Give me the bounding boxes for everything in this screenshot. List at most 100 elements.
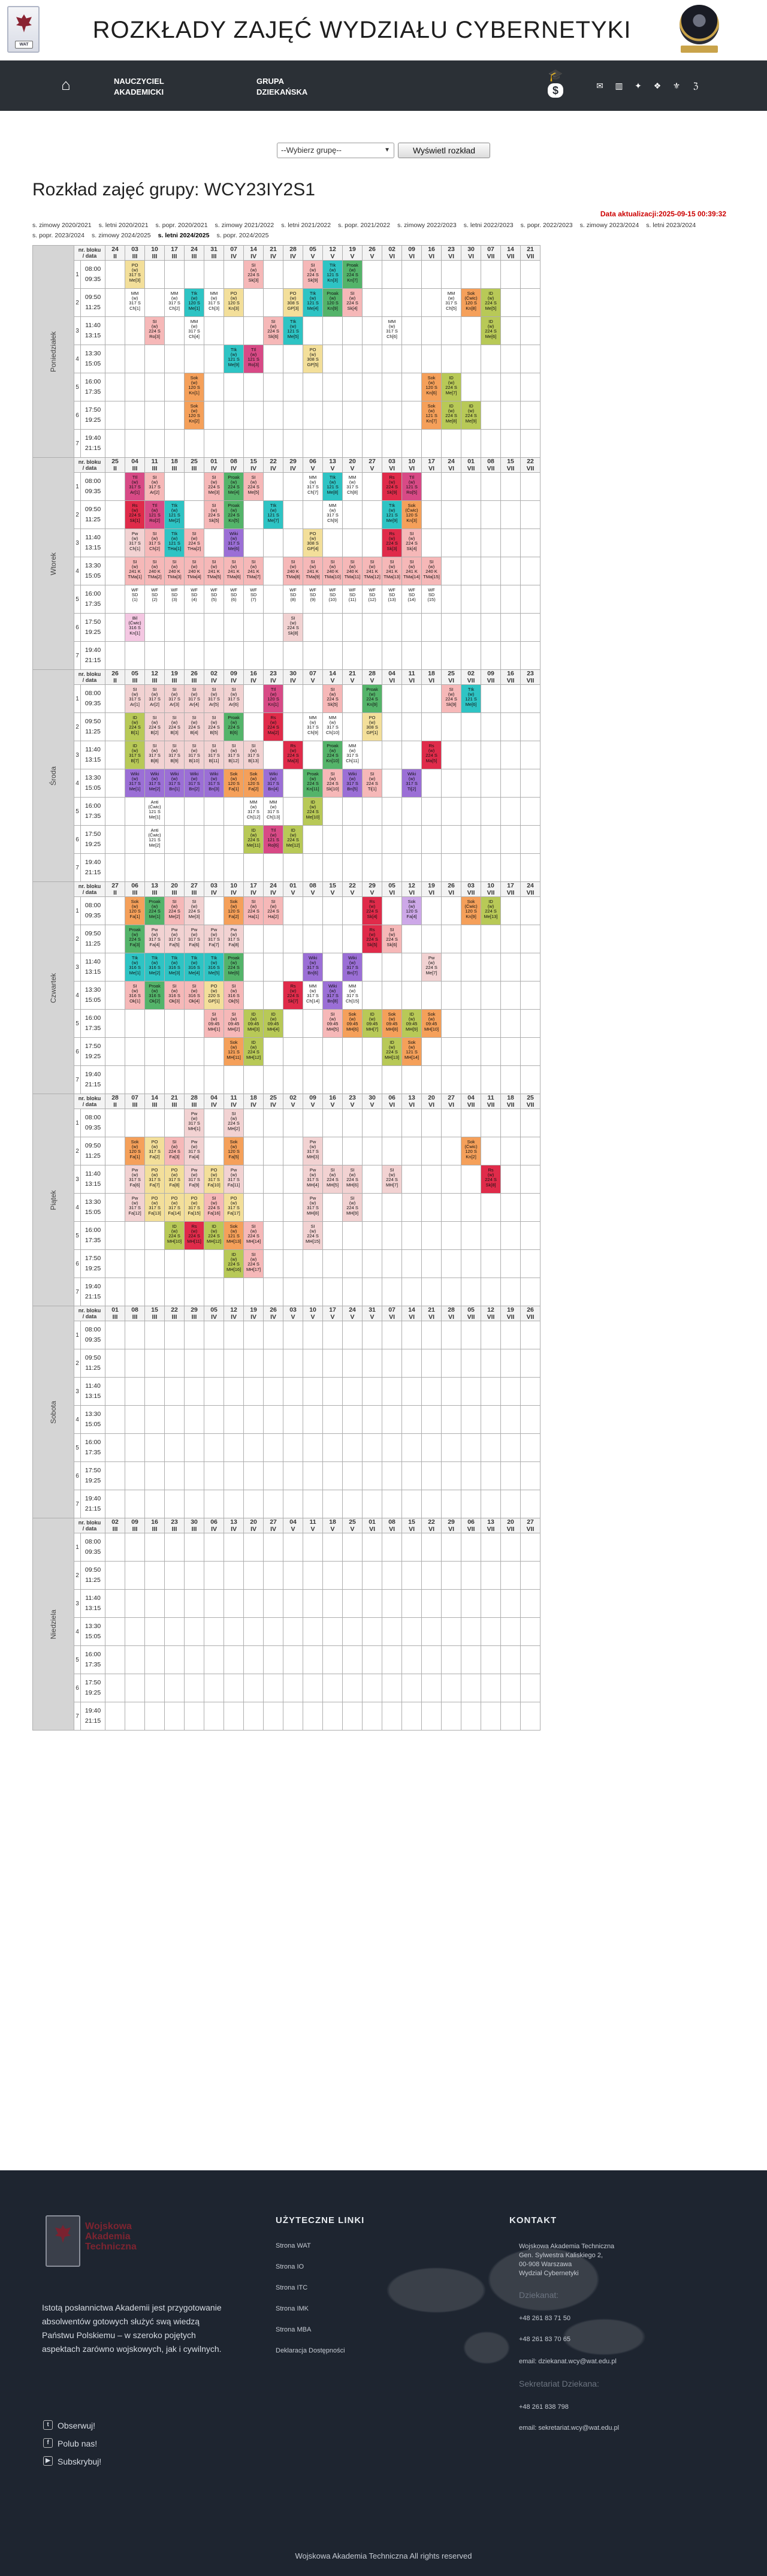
lesson-block[interactable]: Proak (w) 316 S Ok[2]: [145, 982, 164, 1009]
lesson-block[interactable]: Sok (w) 121 S Kn[7]: [422, 401, 441, 429]
lesson-block[interactable]: TIk (w) 316 S Me[4]: [185, 953, 204, 981]
lesson-block[interactable]: SI (w) 317 S Ar[4]: [185, 685, 204, 712]
lesson-block[interactable]: Rs (w) 224 S Sk[3]: [382, 529, 401, 557]
lesson-block[interactable]: ID (w) 317 S B[7]: [125, 741, 144, 769]
lesson-block[interactable]: SI (w) 224 S MH[2]: [224, 1109, 243, 1137]
lesson-block[interactable]: SI (w) 224 S Ro[3]: [145, 317, 164, 345]
lesson-block[interactable]: PO (w) 317 S Fa[10]: [204, 1165, 224, 1193]
lesson-block[interactable]: SI (w) 317 S B[13]: [244, 741, 263, 769]
lesson-block[interactable]: SI (w) 09:45 MH[5]: [323, 1010, 342, 1037]
lesson-block[interactable]: MM (w) 317 S Ch[3]: [204, 289, 224, 316]
lesson-block[interactable]: Sok (w) 121 S MH[11]: [224, 1038, 243, 1065]
crest-icon-2[interactable]: ❖: [653, 81, 662, 90]
home-icon[interactable]: ⌂: [61, 76, 71, 93]
lesson-block[interactable]: ID (w) 224 S Me[6]: [481, 317, 500, 345]
link-imk[interactable]: Strona IMK: [276, 2305, 309, 2312]
lesson-block[interactable]: Wiki (w) 317 S Bn[6]: [303, 953, 322, 981]
lesson-block[interactable]: TIk (w) 121 S Me[7]: [264, 501, 283, 529]
lesson-block[interactable]: TIk (w) 316 S Me[3]: [165, 953, 184, 981]
lesson-block[interactable]: Proak (w) 224 S Kn[9]: [363, 685, 382, 712]
lesson-block[interactable]: SI (w) 316 S Ok[1]: [125, 982, 144, 1009]
semester-link[interactable]: s. popr. 2020/2021: [155, 222, 208, 229]
lesson-block[interactable]: ID (w) 224 S MH[16]: [224, 1250, 243, 1278]
lesson-block[interactable]: Pw (w) 317 S MH[1]: [185, 1109, 204, 1137]
lesson-block[interactable]: SI (w) 224 S B[4]: [185, 713, 204, 741]
lesson-block[interactable]: Pw (w) 317 S Fa[9]: [185, 1165, 204, 1193]
lesson-block[interactable]: ID (w) 224 S MH[12]: [244, 1038, 263, 1065]
dean-email[interactable]: email: dziekanat.wcy@wat.edu.pl: [519, 2358, 617, 2365]
lesson-block[interactable]: SI (w) 317 S Ar[2]: [145, 473, 164, 500]
lesson-block[interactable]: WF SD (2): [145, 585, 164, 613]
lesson-block[interactable]: WF SD (11): [343, 585, 362, 613]
lesson-block[interactable]: WF SD (5): [204, 585, 224, 613]
lesson-block[interactable]: SI (w) 240 K TMa[3]: [165, 557, 184, 585]
lesson-block[interactable]: SI (w) 224 S Me[3]: [185, 897, 204, 925]
lesson-block[interactable]: MM (w) 317 S Ch[9]: [323, 501, 342, 529]
lesson-block[interactable]: Anti (Ćwic) 121 S Me[2]: [145, 826, 164, 853]
lesson-block[interactable]: Rs (w) 224 S Sk[8]: [481, 1165, 500, 1193]
lesson-block[interactable]: SI (w) 241 K TMa[6]: [224, 557, 243, 585]
wat-logo[interactable]: WAT: [7, 6, 40, 53]
lesson-block[interactable]: Pw (w) 317 S Fa[5]: [165, 925, 184, 953]
lesson-block[interactable]: SI (w) 224 S Ha[1]: [244, 897, 263, 925]
lesson-block[interactable]: WF SD (6): [224, 585, 243, 613]
lesson-block[interactable]: SI (w) 317 S Ch[2]: [145, 529, 164, 557]
lesson-block[interactable]: SI (w) 316 S Ok[3]: [165, 982, 184, 1009]
crest-icon-3[interactable]: ⚜: [672, 81, 681, 90]
lesson-block[interactable]: WF SD (8): [283, 585, 303, 613]
lesson-block[interactable]: MM (w) 317 S Ch[1]: [125, 289, 144, 316]
lesson-block[interactable]: SI (w) 224 S Sk[3]: [244, 261, 263, 288]
lesson-block[interactable]: TIl (w) 121 S Ro[3]: [244, 345, 263, 373]
lesson-block[interactable]: SI (w) 240 K TMa[8]: [283, 557, 303, 585]
lesson-block[interactable]: SI (w) 224 S B[5]: [204, 713, 224, 741]
lesson-block[interactable]: SI (w) 317 S B[12]: [224, 741, 243, 769]
lesson-block[interactable]: Rs (w) 224 S Ma[5]: [422, 741, 441, 769]
lesson-block[interactable]: WF SD (3): [165, 585, 184, 613]
lesson-block[interactable]: TIl (w) 120 S Kn[1]: [264, 685, 283, 712]
lesson-block[interactable]: SI (w) 224 S Sk[9]: [442, 685, 461, 712]
semester-link[interactable]: s. popr. 2021/2022: [338, 222, 391, 229]
envelope-icon[interactable]: ✉: [596, 81, 603, 90]
lesson-block[interactable]: Wiki (w) 317 S Bn[4]: [264, 769, 283, 797]
lesson-block[interactable]: TIk (w) 121 S THa[1]: [165, 529, 184, 557]
lesson-block[interactable]: Pw (w) 317 S Fa[12]: [125, 1194, 144, 1221]
lesson-block[interactable]: ID (w) 09:45 MH[7]: [363, 1010, 382, 1037]
lesson-block[interactable]: PO (w) 317 S Fa[17]: [224, 1194, 243, 1221]
lesson-block[interactable]: SI (w) 224 S Me[2]: [165, 897, 184, 925]
semester-link[interactable]: s. popr. 2022/2023: [520, 222, 573, 229]
link-accessibility[interactable]: Deklaracja Dostępności: [276, 2347, 345, 2354]
crest-icon-1[interactable]: ✦: [635, 81, 642, 90]
lesson-block[interactable]: Pw (w) 317 S Fa[6]: [185, 925, 204, 953]
lesson-block[interactable]: MM (w) 317 S Ch[5]: [442, 289, 461, 316]
lesson-block[interactable]: SI (w) 224 S B[3]: [165, 713, 184, 741]
lesson-block[interactable]: SI (w) 224 S THa[2]: [185, 529, 204, 557]
lesson-block[interactable]: SI (w) 224 S Sk[10]: [323, 769, 342, 797]
lesson-block[interactable]: Wiki (w) 317 S Bn[1]: [165, 769, 184, 797]
semester-link[interactable]: s. letni 2021/2022: [281, 222, 331, 229]
lesson-block[interactable]: ID (w) 224 S Me[11]: [244, 826, 263, 853]
lesson-block[interactable]: WF SD (13): [382, 585, 401, 613]
lesson-block[interactable]: SI (w) 240 K TMa[10]: [323, 557, 342, 585]
lesson-block[interactable]: ID (w) 09:45 MH[9]: [402, 1010, 421, 1037]
lesson-block[interactable]: Pw (w) 317 S Fa[6]: [125, 1165, 144, 1193]
lesson-block[interactable]: SI (w) 224 S MH[6]: [343, 1165, 362, 1193]
lesson-block[interactable]: SI (w) 241 K TMa[1]: [125, 557, 144, 585]
lesson-block[interactable]: TIl (w) 121 S Ro[2]: [145, 501, 164, 529]
lesson-block[interactable]: Rs (w) 224 S Ma[2]: [264, 713, 283, 741]
lesson-block[interactable]: Wiki (w) 317 S Bn[3]: [204, 769, 224, 797]
lesson-block[interactable]: Proak (w) 224 S Me[6]: [224, 953, 243, 981]
lesson-block[interactable]: TIl (w) 317 S Ar[1]: [125, 473, 144, 500]
lesson-block[interactable]: TIk (w) 120 S Me[1]: [185, 289, 204, 316]
lesson-block[interactable]: SI (w) 224 S Sk[5]: [323, 685, 342, 712]
lesson-block[interactable]: WF SD (7): [244, 585, 263, 613]
lesson-block[interactable]: SI (w) 224 S Me[3]: [204, 473, 224, 500]
lesson-block[interactable]: SI (w) 317 S B[11]: [204, 741, 224, 769]
lesson-block[interactable]: ID (w) 224 S MH[10]: [165, 1222, 184, 1249]
lesson-block[interactable]: Proak (w) 224 S Kn[7]: [343, 261, 362, 288]
lesson-block[interactable]: Wiki (w) 317 S Bn[2]: [185, 769, 204, 797]
lesson-block[interactable]: Sok (w) 120 S Fa[4]: [402, 897, 421, 925]
lesson-block[interactable]: SI (w) 240 K TMa[2]: [145, 557, 164, 585]
lesson-block[interactable]: Wiki (w) 317 S Me[6]: [224, 529, 243, 557]
lesson-block[interactable]: MM (w) 317 S Ch[4]: [185, 317, 204, 345]
lesson-block[interactable]: MM (w) 317 S Ch[10]: [323, 713, 342, 741]
